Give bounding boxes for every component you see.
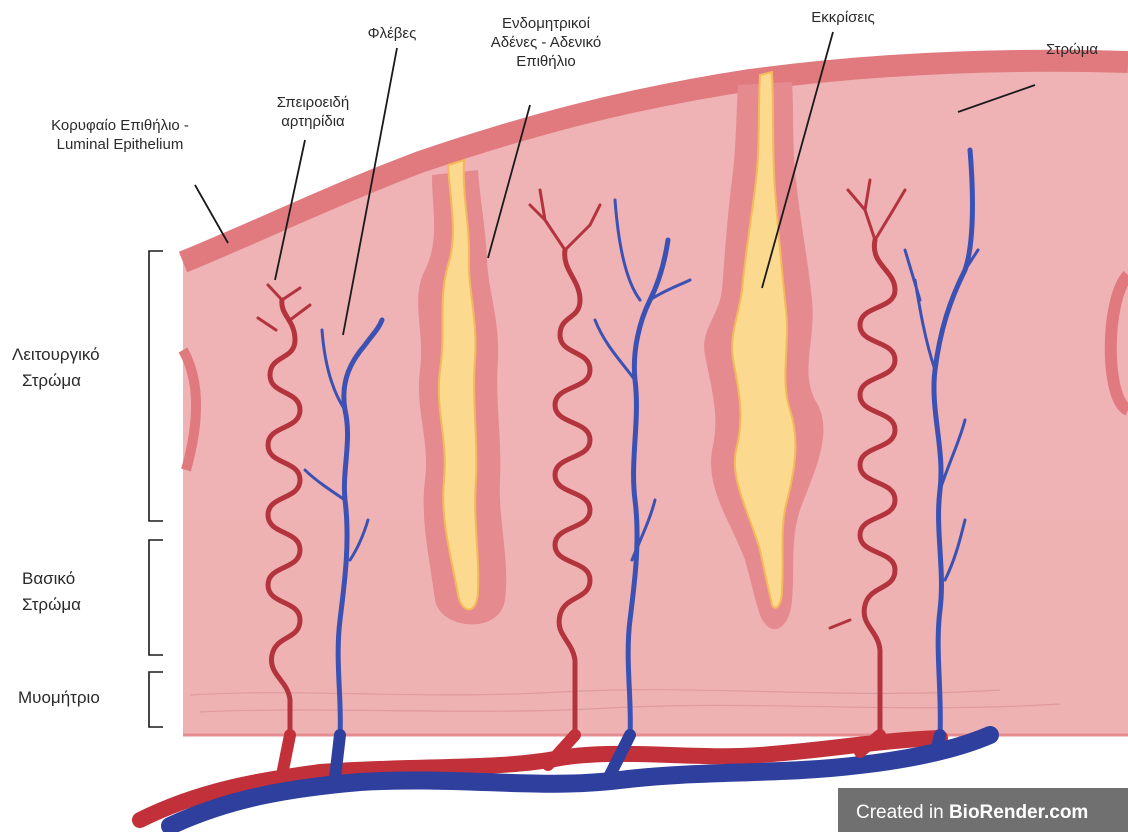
layer-brackets	[149, 251, 163, 727]
label-glands-line2: Αδένες - Αδενικό	[491, 34, 602, 51]
label-basal-line1: Βασικό	[22, 569, 75, 588]
label-luminal-line1: Κορυφαίο Επιθήλιο -	[51, 117, 189, 134]
leader-luminal	[195, 185, 228, 243]
bracket-myometrium	[149, 672, 163, 727]
label-luminal-line2: Luminal Epithelium	[57, 136, 184, 153]
label-functional-line1: Λειτουργικό	[12, 345, 100, 364]
basal-shade	[183, 520, 1128, 735]
watermark-text: Created in BioRender.com	[856, 802, 1088, 823]
label-stroma: Στρώμα	[1046, 41, 1098, 58]
label-glands-line3: Επιθήλιο	[516, 53, 576, 70]
watermark-brand: BioRender.com	[949, 802, 1088, 823]
label-basal-line2: Στρώμα	[22, 595, 81, 614]
label-veins: Φλέβες	[368, 25, 417, 42]
label-glands-line1: Ενδομητρικοί	[502, 15, 591, 32]
label-spiral-line2: αρτηρίδια	[281, 113, 345, 130]
label-myometrium: Μυομήτριο	[18, 688, 100, 707]
label-secretions: Εκκρίσεις	[811, 9, 874, 26]
tissue-block	[183, 61, 1128, 735]
bracket-functional	[149, 251, 163, 521]
label-spiral-line1: Σπειροειδή	[277, 94, 350, 111]
label-functional-line2: Στρώμα	[22, 371, 81, 390]
biorender-watermark: Created in BioRender.com	[838, 788, 1128, 832]
watermark-prefix: Created in	[856, 802, 949, 823]
bracket-basal	[149, 540, 163, 655]
